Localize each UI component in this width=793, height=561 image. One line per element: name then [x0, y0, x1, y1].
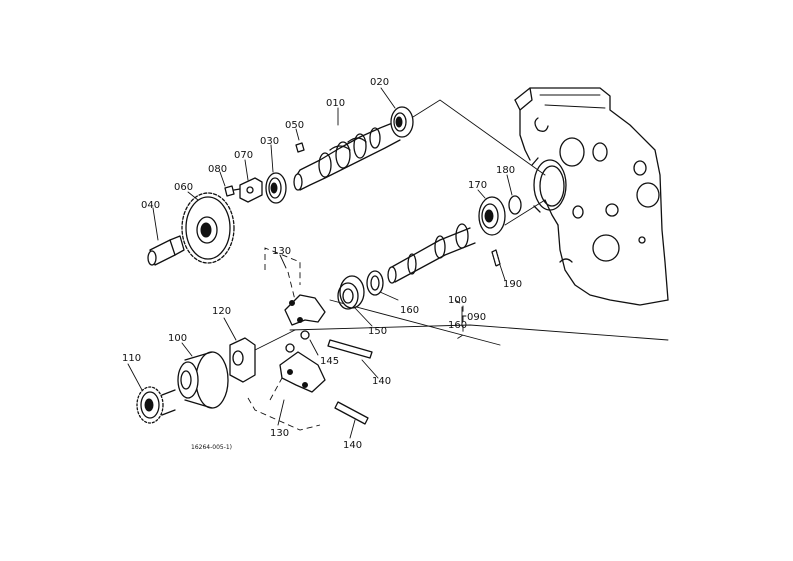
sleeve-150: [337, 275, 365, 310]
governor-weight-lower: [269, 351, 326, 401]
label-190: 190: [503, 279, 522, 290]
label-020: 020: [370, 77, 389, 88]
pin-140-upper: [327, 339, 373, 359]
label-030: 030: [260, 136, 279, 147]
leader-lines: [254, 99, 669, 351]
pin-145: [285, 330, 310, 353]
label-group-100: 100: [448, 295, 467, 306]
retainer-070: [239, 177, 263, 203]
shaft-040: [147, 235, 185, 266]
camshaft-010: [293, 121, 401, 191]
label-010: 010: [326, 98, 345, 109]
bolt-080: [224, 185, 241, 197]
label-130-upper: 130: [272, 246, 291, 257]
label-120: 120: [212, 306, 231, 317]
gear-060: [181, 192, 235, 264]
label-040: 040: [141, 200, 160, 211]
pin-140-lower: [334, 401, 369, 425]
bearing-170: [478, 196, 506, 236]
snap-ring-180: [508, 195, 522, 215]
washer-160: [366, 270, 384, 296]
label-180: 180: [496, 165, 515, 176]
flange-100: [177, 351, 229, 409]
block-bore: [531, 157, 567, 213]
label-130-lower: 130: [270, 428, 289, 439]
housing-120: [229, 337, 256, 383]
engine-block: [514, 87, 669, 306]
bearing-020: [390, 106, 414, 138]
label-110: 110: [122, 353, 141, 364]
callout-leaders: [127, 87, 513, 439]
group-brackets: [247, 247, 464, 431]
label-060: 060: [174, 182, 193, 193]
key-050: [295, 142, 305, 153]
bearing-030: [265, 172, 287, 204]
label-160: 160: [400, 305, 419, 316]
governor-shaft: [387, 223, 476, 284]
gear-110: [136, 386, 176, 424]
label-group-160: 160: [448, 320, 467, 331]
label-170: 170: [468, 180, 487, 191]
label-140-lower: 140: [343, 440, 362, 451]
label-100: 100: [168, 333, 187, 344]
pin-190: [491, 249, 501, 267]
label-145: 145: [320, 356, 339, 367]
callout-labels: 010 020 030 040 050 060 070 080 100 110 …: [122, 77, 522, 451]
label-150: 150: [368, 326, 387, 337]
governor-weight-upper: [284, 271, 326, 326]
label-140-upper: 140: [372, 376, 391, 387]
drawing-code: 16264-005-1): [191, 444, 232, 451]
label-080: 080: [208, 164, 227, 175]
label-050: 050: [285, 120, 304, 131]
label-070: 070: [234, 150, 253, 161]
label-group-090: 090: [467, 312, 486, 323]
